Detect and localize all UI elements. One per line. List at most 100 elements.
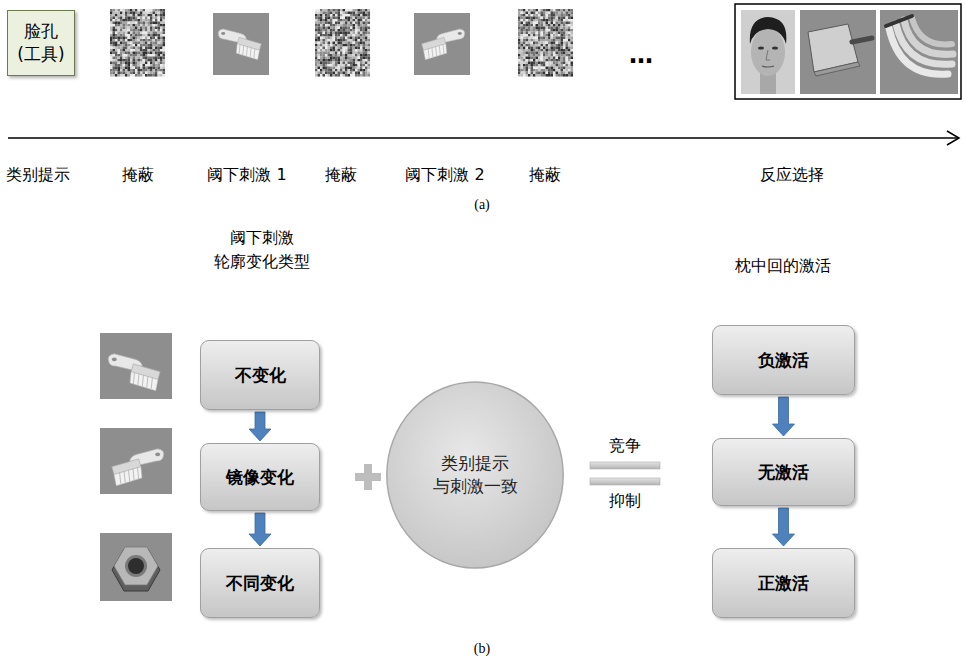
noise-cell — [120, 27, 123, 30]
noise-cell — [335, 49, 338, 52]
noise-cell — [125, 62, 128, 65]
noise-cell — [553, 69, 556, 72]
noise-cell — [360, 17, 363, 20]
noise-cell — [350, 37, 353, 40]
noise-cell — [143, 64, 146, 67]
noise-cell — [566, 12, 569, 15]
noise-cell — [546, 72, 549, 75]
noise-cell — [368, 44, 371, 47]
noise-cell — [125, 42, 128, 45]
noise-cell — [533, 67, 536, 70]
noise-cell — [558, 39, 561, 42]
noise-cell — [368, 27, 371, 30]
noise-cell — [145, 9, 148, 12]
noise-cell — [343, 47, 346, 50]
noise-cell — [365, 74, 368, 77]
noise-cell — [118, 52, 121, 55]
noise-cell — [541, 74, 544, 77]
noise-cell — [120, 72, 123, 75]
noise-cell — [533, 59, 536, 62]
noise-cell — [568, 24, 571, 27]
noise-cell — [521, 37, 524, 40]
noise-cell — [340, 62, 343, 65]
noise-cell — [558, 12, 561, 15]
noise-cell — [120, 22, 123, 25]
noise-cell — [568, 57, 571, 60]
noise-cell — [566, 9, 569, 12]
noise-cell — [155, 44, 158, 47]
noise-cell — [335, 57, 338, 60]
noise-cell — [360, 47, 363, 50]
noise-cell — [553, 32, 556, 35]
noise-cell — [548, 62, 551, 65]
noise-cell — [110, 37, 113, 40]
noise-cell — [531, 34, 534, 37]
noise-cell — [553, 67, 556, 70]
noise-cell — [113, 74, 116, 77]
noise-cell — [128, 39, 131, 42]
noise-cell — [120, 24, 123, 27]
noise-cell — [118, 62, 121, 65]
noise-cell — [553, 12, 556, 15]
noise-cell — [360, 72, 363, 75]
noise-cell — [140, 59, 143, 62]
noise-cell — [123, 19, 126, 22]
noise-cell — [335, 52, 338, 55]
noise-cell — [541, 34, 544, 37]
noise-cell — [128, 19, 131, 22]
noise-cell — [546, 67, 549, 70]
noise-cell — [325, 37, 328, 40]
noise-cell — [123, 27, 126, 30]
noise-cell — [553, 42, 556, 45]
noise-cell — [145, 57, 148, 60]
noise-cell — [323, 12, 326, 15]
noise-cell — [548, 37, 551, 40]
noise-cell — [155, 62, 158, 65]
noise-cell — [123, 54, 126, 57]
noise-cell — [368, 14, 371, 17]
noise-cell — [543, 12, 546, 15]
noise-cell — [348, 34, 351, 37]
noise-cell — [115, 67, 118, 70]
noise-cell — [333, 32, 336, 35]
noise-cell — [546, 14, 549, 17]
noise-cell — [541, 17, 544, 20]
noise-cell — [148, 32, 151, 35]
noise-cell — [150, 47, 153, 50]
noise-cell — [340, 72, 343, 75]
noise-cell — [150, 74, 153, 77]
noise-cell — [360, 57, 363, 60]
noise-cell — [148, 54, 151, 57]
noise-cell — [320, 62, 323, 65]
noise-cell — [315, 64, 318, 67]
noise-cell — [135, 54, 138, 57]
noise-cell — [553, 17, 556, 20]
noise-cell — [115, 64, 118, 67]
noise-cell — [558, 44, 561, 47]
noise-cell — [328, 17, 331, 20]
noise-cell — [318, 54, 321, 57]
noise-cell — [128, 64, 131, 67]
noise-cell — [315, 17, 318, 20]
noise-cell — [546, 64, 549, 67]
noise-cell — [348, 14, 351, 17]
noise-cell — [518, 14, 521, 17]
noise-cell — [330, 59, 333, 62]
noise-cell — [568, 17, 571, 20]
noise-cell — [163, 29, 166, 32]
noise-cell — [143, 32, 146, 35]
noise-cell — [143, 12, 146, 15]
noise-cell — [541, 72, 544, 75]
noise-cell — [118, 22, 121, 25]
noise-cell — [328, 57, 331, 60]
noise-cell — [541, 24, 544, 27]
noise-cell — [355, 19, 358, 22]
noise-cell — [360, 9, 363, 12]
noise-cell — [355, 62, 358, 65]
noise-cell — [358, 47, 361, 50]
noise-cell — [123, 74, 126, 77]
noise-cell — [533, 19, 536, 22]
noise-cell — [140, 47, 143, 50]
noise-cell — [155, 69, 158, 72]
noise-cell — [538, 39, 541, 42]
